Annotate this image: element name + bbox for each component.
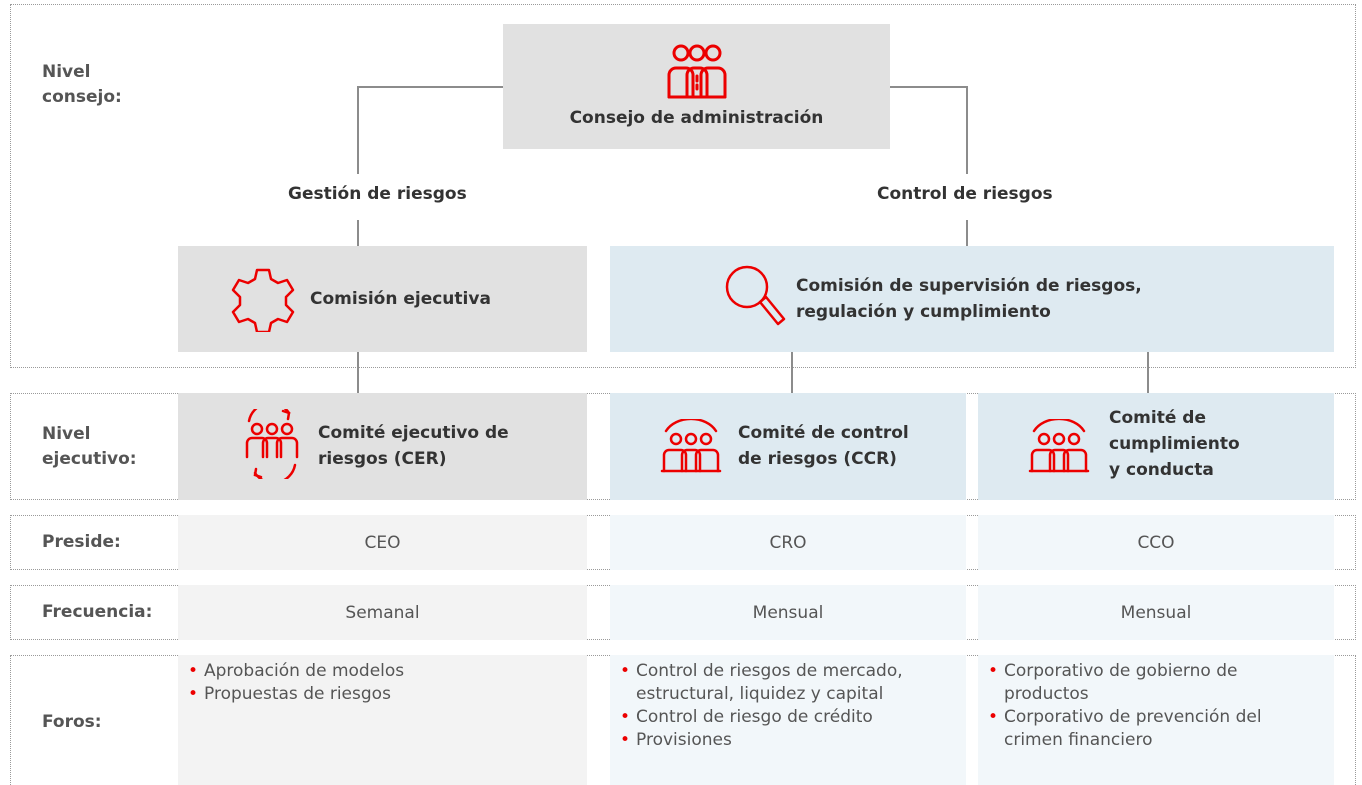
list-item: Propuestas de riesgos <box>188 683 578 706</box>
magnifier-icon <box>723 263 787 331</box>
executive-level-label: Nivel ejecutivo: <box>42 424 137 469</box>
people-cycle-icon <box>241 409 303 479</box>
connector-line <box>357 86 503 88</box>
forums-cer-list: Aprobación de modelos Propuestas de ries… <box>188 660 578 706</box>
list-item: Corporativo de prevención del crimen fin… <box>988 706 1288 752</box>
connector-line <box>791 352 793 394</box>
connector-line <box>966 220 968 246</box>
list-item: Control de riesgos de mercado, estructur… <box>620 660 960 706</box>
supervision-commission-title: Comisión de supervisión de riesgos, regu… <box>796 276 1142 322</box>
frequency-ccr-cell: Mensual <box>610 585 966 640</box>
frequency-compliance-cell: Mensual <box>978 585 1334 640</box>
committee-ccr-title: Comité de control de riesgos (CCR) <box>738 423 909 469</box>
committee-cer-title: Comité ejecutivo de riesgos (CER) <box>318 423 509 469</box>
forums-row-label: Foros: <box>42 712 102 732</box>
people-group-icon <box>1028 419 1090 473</box>
board-level-label: Nivel consejo: <box>42 62 122 107</box>
connector-line <box>357 86 359 174</box>
committee-compliance-title: Comité de cumplimiento y conducta <box>1109 408 1240 480</box>
people-group-icon <box>660 419 722 473</box>
preside-compliance-cell: CCO <box>978 515 1334 570</box>
forums-ccr-list: Control de riesgos de mercado, estructur… <box>620 660 960 752</box>
preside-ccr-cell: CRO <box>610 515 966 570</box>
committee-ccr-box: Comité de control de riesgos (CCR) <box>610 393 966 500</box>
executive-commission-title: Comisión ejecutiva <box>310 289 491 309</box>
connector-line <box>357 220 359 246</box>
executive-commission-box: Comisión ejecutiva <box>178 246 587 352</box>
connector-line <box>357 352 359 394</box>
board-title: Consejo de administración <box>569 107 824 128</box>
list-item: Provisiones <box>620 729 960 752</box>
frequency-row-label: Frecuencia: <box>42 602 153 622</box>
forums-compliance-list: Corporativo de gobierno de productos Cor… <box>988 660 1288 752</box>
control-branch-label: Control de riesgos <box>877 184 1053 204</box>
connector-line <box>890 86 968 88</box>
management-branch-label: Gestión de riesgos <box>288 184 467 204</box>
list-item: Control de riesgo de crédito <box>620 706 960 729</box>
committee-cer-box: Comité ejecutivo de riesgos (CER) <box>178 393 587 500</box>
connector-line <box>966 86 968 174</box>
list-item: Corporativo de gobierno de productos <box>988 660 1288 706</box>
preside-cer-cell: CEO <box>178 515 587 570</box>
people-group-icon <box>665 43 729 99</box>
supervision-commission-box: Comisión de supervisión de riesgos, regu… <box>610 246 1334 352</box>
connector-line <box>1147 352 1149 394</box>
list-item: Aprobación de modelos <box>188 660 578 683</box>
frequency-cer-cell: Semanal <box>178 585 587 640</box>
gear-icon <box>230 266 296 332</box>
board-level-band <box>10 4 1356 368</box>
committee-compliance-box: Comité de cumplimiento y conducta <box>978 393 1334 500</box>
preside-row-label: Preside: <box>42 532 121 552</box>
board-box: Consejo de administración <box>503 24 890 149</box>
